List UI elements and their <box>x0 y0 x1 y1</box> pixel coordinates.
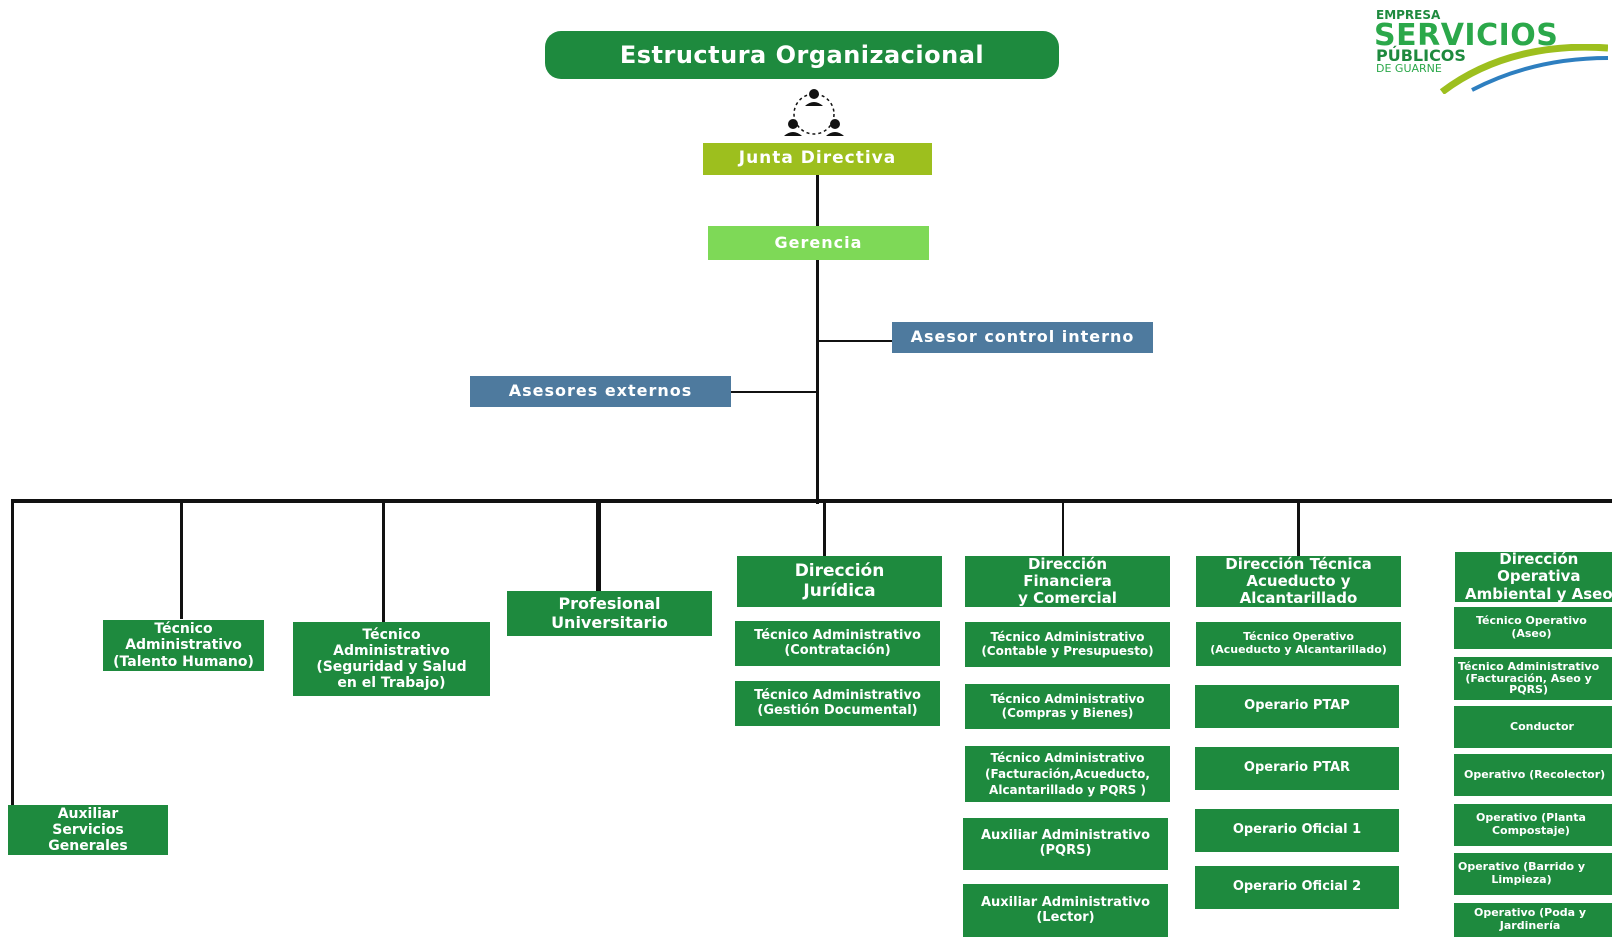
board-people-icon <box>784 89 844 136</box>
logo-line-3: PÚBLICOS <box>1376 46 1466 65</box>
connector-line <box>180 501 183 619</box>
logo-line-2: SERVICIOS <box>1374 18 1559 53</box>
connector-line <box>731 391 818 393</box>
financiera-item: Técnico Administrativo (Facturación,Acue… <box>965 746 1170 802</box>
connector-line <box>11 501 14 805</box>
financiera-item: Técnico Administrativo (Contable y Presu… <box>965 622 1170 667</box>
juridica-item: Técnico Administrativo (Contratación) <box>735 621 940 666</box>
node-auxiliar-servicios-generales: Auxiliar Servicios Generales <box>8 805 168 855</box>
operativa-item: Conductor <box>1454 706 1612 748</box>
connector-line <box>1062 501 1064 556</box>
operativa-item: Operativo (Recolector) <box>1454 754 1612 796</box>
financiera-item: Auxiliar Administrativo (PQRS) <box>963 818 1168 870</box>
node-direccion-operativa: Dirección Operativa Ambiental y Aseo <box>1455 551 1612 602</box>
operativa-item: Técnico Administrativo (Facturación, Ase… <box>1454 657 1612 700</box>
connector-line <box>818 340 892 342</box>
logo-line-1: EMPRESA <box>1376 8 1441 22</box>
node-asesor-control-interno: Asesor control interno <box>892 322 1153 353</box>
node-asesores-externos: Asesores externos <box>470 376 731 407</box>
operativa-item: Operativo (Barrido y Limpieza) <box>1454 853 1612 895</box>
node-gerencia: Gerencia <box>708 226 929 260</box>
juridica-item: Técnico Administrativo (Gestión Document… <box>735 681 940 726</box>
operativa-item: Operativo (Poda y Jardinería <box>1454 903 1612 937</box>
page-title: Estructura Organizacional <box>545 31 1059 79</box>
node-junta-directiva: Junta Directiva <box>703 143 932 175</box>
operativa-item: Técnico Operativo (Aseo) <box>1454 607 1612 649</box>
connector-line <box>382 501 385 622</box>
main-horizontal-line <box>11 499 1612 503</box>
node-tecnico-sst: Técnico Administrativo (Seguridad y Salu… <box>293 622 490 696</box>
connector-line <box>1297 501 1300 556</box>
logo-swoosh-icon <box>1439 44 1608 94</box>
node-direccion-financiera: Dirección Financiera y Comercial <box>965 555 1170 607</box>
company-logo: EMPRESA SERVICIOS PÚBLICOS DE GUARNE <box>1372 4 1608 96</box>
tecnica-item: Operario Oficial 2 <box>1195 866 1399 909</box>
operativa-item: Operativo (Planta Compostaje) <box>1454 804 1612 846</box>
node-direccion-tecnica: Dirección Técnica Acueducto y Alcantaril… <box>1196 555 1401 607</box>
connector-line <box>816 174 819 226</box>
connector-line <box>816 260 819 504</box>
tecnica-item: Técnico Operativo (Acueducto y Alcantari… <box>1196 622 1401 666</box>
node-profesional-universitario: Profesional Universitario <box>507 591 712 636</box>
connector-line <box>596 501 601 591</box>
logo-line-4: DE GUARNE <box>1376 62 1442 75</box>
tecnica-item: Operario Oficial 1 <box>1195 809 1399 852</box>
tecnica-item: Operario PTAR <box>1195 747 1399 790</box>
tecnica-item: Operario PTAP <box>1195 685 1399 728</box>
node-tecnico-talento-humano: Técnico Administrativo (Talento Humano) <box>103 620 264 671</box>
node-direccion-juridica: Dirección Jurídica <box>737 556 942 607</box>
financiera-item: Auxiliar Administrativo (Lector) <box>963 884 1168 937</box>
connector-line <box>823 501 826 556</box>
financiera-item: Técnico Administrativo (Compras y Bienes… <box>965 684 1170 729</box>
